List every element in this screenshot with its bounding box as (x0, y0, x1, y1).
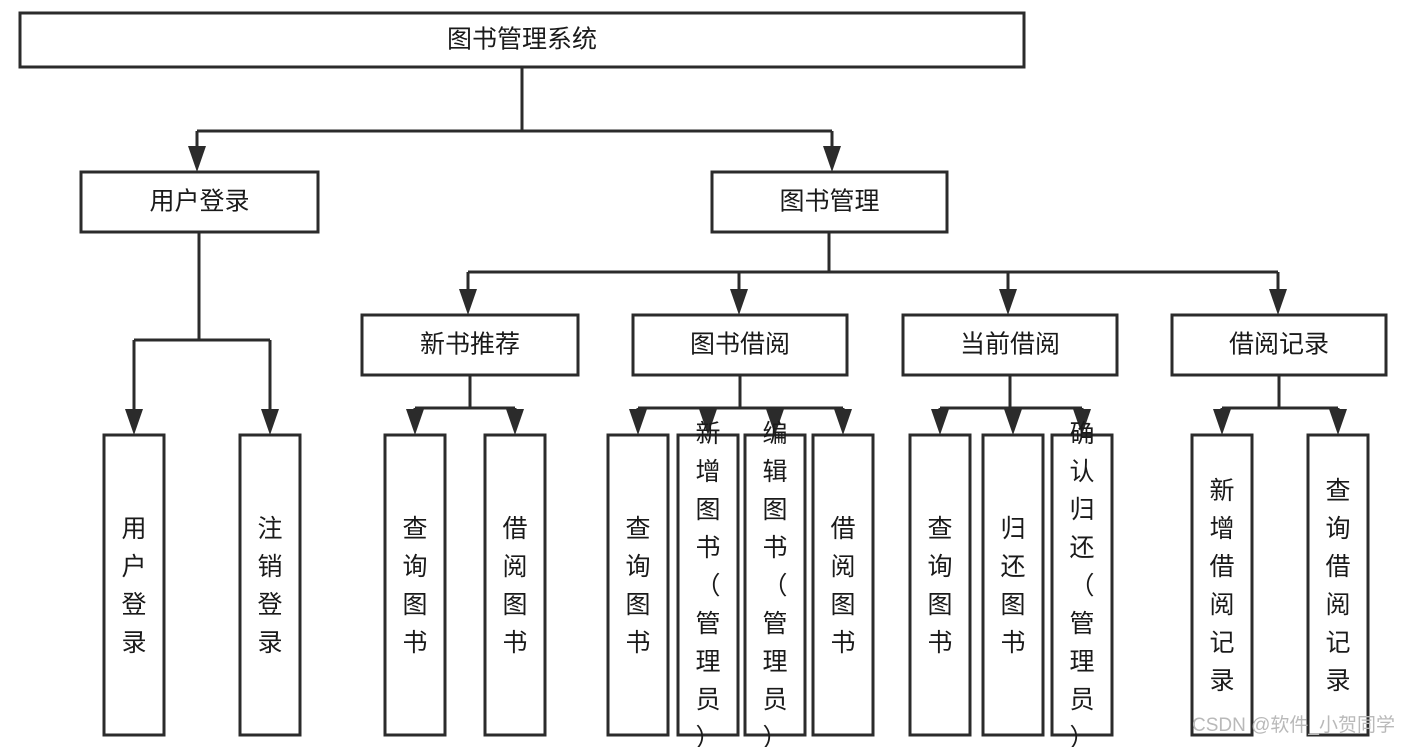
node-user-login[interactable]: 用户登录 (79, 170, 320, 234)
arrow-head-icon (459, 289, 477, 315)
node-label: 查询图书 (625, 515, 650, 657)
node-label: 借阅图书 (502, 515, 527, 657)
node-box[interactable] (743, 433, 807, 737)
node-current-borrow[interactable]: 当前借阅 (901, 313, 1119, 377)
arrow-head-icon (1004, 409, 1022, 435)
arrow-head-icon (188, 146, 206, 172)
arrow-head-icon (406, 409, 424, 435)
node-leaf-borrow-book-new[interactable]: 借阅图书 (483, 433, 547, 737)
arrow-head-icon (999, 289, 1017, 315)
node-box[interactable] (483, 433, 547, 737)
node-leaf-query-borrow-record[interactable]: 查询借阅记录 (1306, 433, 1370, 737)
node-box[interactable] (18, 11, 1026, 69)
node-label: 新增图书（管理员） (695, 420, 720, 747)
node-root[interactable]: 图书管理系统 (18, 11, 1026, 69)
node-label: 当前借阅 (960, 331, 1060, 359)
node-box[interactable] (710, 170, 949, 234)
node-box[interactable] (79, 170, 320, 234)
node-label: 查询借阅记录 (1325, 477, 1350, 695)
arrow-head-icon (1213, 409, 1231, 435)
node-box[interactable] (1306, 433, 1370, 737)
arrow-head-icon (261, 409, 279, 435)
node-label: 用户登录 (149, 188, 249, 216)
node-label: 用户登录 (121, 515, 146, 657)
arrow-head-icon (1073, 409, 1091, 435)
arrow-head-icon (1269, 289, 1287, 315)
node-box[interactable] (908, 433, 972, 737)
node-box[interactable] (383, 433, 447, 737)
node-box[interactable] (1170, 313, 1388, 377)
node-label: 注销登录 (257, 515, 282, 657)
nodes-layer: 图书管理系统用户登录图书管理新书推荐图书借阅当前借阅借阅记录用户登录注销登录查询… (18, 11, 1388, 747)
node-label: 新书推荐 (420, 331, 520, 359)
node-leaf-add-book-admin[interactable]: 新增图书（管理员） (676, 420, 740, 747)
node-book-manage[interactable]: 图书管理 (710, 170, 949, 234)
node-leaf-edit-book-admin[interactable]: 编辑图书（管理员） (743, 420, 807, 747)
arrow-head-icon (834, 409, 852, 435)
arrow-head-icon (766, 409, 784, 435)
node-book-borrow[interactable]: 图书借阅 (631, 313, 849, 377)
node-label: 归还图书 (1000, 515, 1025, 657)
node-leaf-user-logout[interactable]: 注销登录 (238, 433, 302, 737)
node-label: 新增借阅记录 (1209, 477, 1234, 695)
node-leaf-query-book-current[interactable]: 查询图书 (908, 433, 972, 737)
node-box[interactable] (606, 433, 670, 737)
node-leaf-add-borrow-record[interactable]: 新增借阅记录 (1190, 433, 1254, 737)
node-box[interactable] (981, 433, 1045, 737)
node-box[interactable] (901, 313, 1119, 377)
csdn-watermark: CSDN @软件_小贺同学 (1192, 714, 1395, 736)
node-leaf-borrow-book[interactable]: 借阅图书 (811, 433, 875, 737)
node-label: 图书管理系统 (447, 26, 597, 54)
node-borrow-record[interactable]: 借阅记录 (1170, 313, 1388, 377)
node-label: 借阅记录 (1229, 331, 1329, 359)
node-leaf-query-book-new[interactable]: 查询图书 (383, 433, 447, 737)
node-label: 图书管理 (779, 188, 879, 216)
arrow-head-icon (125, 409, 143, 435)
node-label: 借阅图书 (830, 515, 855, 657)
node-leaf-user-login[interactable]: 用户登录 (102, 433, 166, 737)
node-box[interactable] (1050, 433, 1114, 737)
arrow-head-icon (699, 409, 717, 435)
node-box[interactable] (238, 433, 302, 737)
node-leaf-query-book-borrow[interactable]: 查询图书 (606, 433, 670, 737)
node-box[interactable] (360, 313, 580, 377)
arrow-head-icon (629, 409, 647, 435)
arrow-head-icon (1329, 409, 1347, 435)
node-box[interactable] (631, 313, 849, 377)
arrow-head-icon (730, 289, 748, 315)
node-label: 编辑图书（管理员） (762, 420, 787, 747)
node-leaf-return-book[interactable]: 归还图书 (981, 433, 1045, 737)
node-leaf-confirm-return-admin[interactable]: 确认归还（管理员） (1050, 420, 1114, 747)
node-new-book-recommend[interactable]: 新书推荐 (360, 313, 580, 377)
arrowheads-layer (125, 146, 1347, 435)
node-label: 确认归还（管理员） (1069, 420, 1094, 747)
arrow-head-icon (823, 146, 841, 172)
arrow-head-icon (506, 409, 524, 435)
arrow-head-icon (931, 409, 949, 435)
node-label: 图书借阅 (690, 331, 790, 359)
node-box[interactable] (811, 433, 875, 737)
node-label: 查询图书 (402, 515, 427, 657)
node-label: 查询图书 (927, 515, 952, 657)
node-box[interactable] (1190, 433, 1254, 737)
node-box[interactable] (102, 433, 166, 737)
node-box[interactable] (676, 433, 740, 737)
